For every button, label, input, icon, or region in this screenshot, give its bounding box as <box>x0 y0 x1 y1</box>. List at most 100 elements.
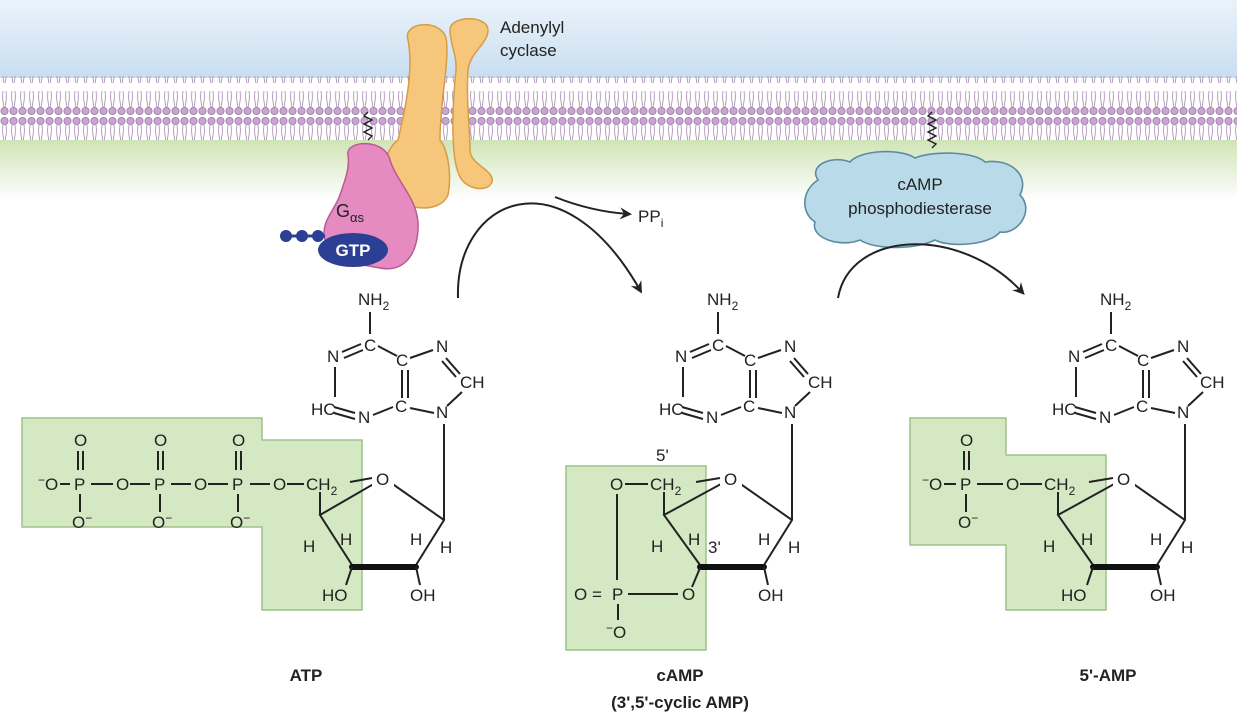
amp-h-3a: H <box>1081 530 1093 549</box>
amp-caption: 5'-AMP <box>1080 666 1137 685</box>
gtp-chain <box>280 230 325 242</box>
atp-molecule: NH2 C N HC N C C N CH N <box>21 290 485 611</box>
atp-o-bridge-2: O <box>194 475 207 494</box>
amp-ch2: CH2 <box>1044 475 1076 498</box>
atp-o-alpha-top: O <box>232 431 245 450</box>
camp-h-1: H <box>788 538 800 557</box>
amp-c5: C <box>1137 351 1149 370</box>
camp-c4: C <box>743 397 755 416</box>
g-alpha-s-label: Gαs <box>336 201 365 225</box>
camp-o-minus: −O <box>606 621 626 642</box>
atp-nh2: NH2 <box>358 290 390 313</box>
amp-n1: N <box>1068 347 1080 366</box>
camp-c5: C <box>744 351 756 370</box>
amp-o-bot: O− <box>958 511 978 532</box>
camp-o-double: O = <box>574 585 602 604</box>
camp-n7: N <box>784 337 796 356</box>
camp-ring-o: O <box>724 470 737 489</box>
camp-o-3: O <box>682 585 695 604</box>
amp-o-5: O <box>1006 475 1019 494</box>
extracellular-space <box>0 0 1237 78</box>
atp-n1: N <box>327 347 339 366</box>
camp-5-prime: 5' <box>656 446 669 465</box>
atp-p-alpha: P <box>232 475 243 494</box>
atp-caption: ATP <box>290 666 323 685</box>
camp-h-2a: H <box>758 530 770 549</box>
atp-ring-o: O <box>376 470 389 489</box>
camp-3-prime: 3' <box>708 538 721 557</box>
amp-h-4: H <box>1043 537 1055 556</box>
cytoplasm-space <box>0 140 1237 200</box>
atp-c6: C <box>364 336 376 355</box>
amp-n3: N <box>1099 408 1111 427</box>
camp-c2: HC <box>659 400 684 419</box>
ppi-label: PPi <box>638 207 663 230</box>
atp-c8: CH <box>460 373 485 392</box>
camp-h-3a: H <box>688 530 700 549</box>
amp-n7: N <box>1177 337 1189 356</box>
camp-n9: N <box>784 403 796 422</box>
atp-o-beta-top: O <box>154 431 167 450</box>
atp-o-gamma-bot: O− <box>72 511 92 532</box>
atp-h-3a: H <box>340 530 352 549</box>
camp-c6: C <box>712 336 724 355</box>
camp-h-4: H <box>651 537 663 556</box>
atp-ch2: CH2 <box>306 475 338 498</box>
amp-phosphate-box <box>909 417 1107 611</box>
camp-ch2: CH2 <box>650 475 682 498</box>
camp-subcaption: (3',5'-cyclic AMP) <box>611 693 749 712</box>
amp-c6: C <box>1105 336 1117 355</box>
adenylyl-cyclase-label-1: Adenylyl <box>500 18 564 37</box>
atp-h-1: H <box>440 538 452 557</box>
atp-o-beta-bot: O− <box>152 511 172 532</box>
atp-h-2a: H <box>410 530 422 549</box>
atp-c5: C <box>396 351 408 370</box>
atp-p-beta: P <box>154 475 165 494</box>
gtp-label: GTP <box>336 241 371 260</box>
camp-2-oh: OH <box>758 586 784 605</box>
pde-label-2: phosphodiesterase <box>848 199 992 218</box>
atp-o-terminal: −O <box>38 473 58 494</box>
amp-nh2: NH2 <box>1100 290 1132 313</box>
camp-p: P <box>612 585 623 604</box>
pde-anchor <box>926 111 938 149</box>
camp-phosphate-box <box>565 465 707 651</box>
amp-p: P <box>960 475 971 494</box>
atp-o-5: O <box>273 475 286 494</box>
gtp-badge <box>318 233 388 267</box>
atp-c2: HC <box>311 400 336 419</box>
camp-o-5: O <box>610 475 623 494</box>
amp-molecule: NH2 C N HC N C C N CH N O H H H H <box>909 290 1225 611</box>
camp-caption: cAMP <box>656 666 703 685</box>
amp-ring-o: O <box>1117 470 1130 489</box>
amp-c2: HC <box>1052 400 1077 419</box>
amp-o-terminal: −O <box>922 473 942 494</box>
camp-nh2: NH2 <box>707 290 739 313</box>
amp-h-2a: H <box>1150 530 1162 549</box>
amp-o-top: O <box>960 431 973 450</box>
adenylyl-cyclase <box>382 18 493 209</box>
camp-n3: N <box>706 408 718 427</box>
amp-3-oh: HO <box>1061 586 1087 605</box>
atp-o-bridge-1: O <box>116 475 129 494</box>
atp-to-camp-arrow <box>456 202 642 299</box>
camp-n1: N <box>675 347 687 366</box>
atp-phosphate-box <box>21 417 363 611</box>
atp-n9: N <box>436 403 448 422</box>
amp-c8: CH <box>1200 373 1225 392</box>
adenylyl-cyclase-label-2: cyclase <box>500 41 557 60</box>
atp-h-4: H <box>303 537 315 556</box>
amp-n9: N <box>1177 403 1189 422</box>
atp-3-oh: HO <box>322 586 348 605</box>
amp-c4: C <box>1136 397 1148 416</box>
camp-molecule: NH2 C N HC N C C N CH N O H H H H 3' <box>565 290 833 651</box>
amp-2-oh: OH <box>1150 586 1176 605</box>
atp-p-gamma: P <box>74 475 85 494</box>
camp-c8: CH <box>808 373 833 392</box>
camp-to-amp-arrow <box>837 243 1025 299</box>
atp-o-gamma-top: O <box>74 431 87 450</box>
camp-phosphodiesterase <box>804 150 1027 249</box>
ppi-release-arrow <box>554 196 632 220</box>
